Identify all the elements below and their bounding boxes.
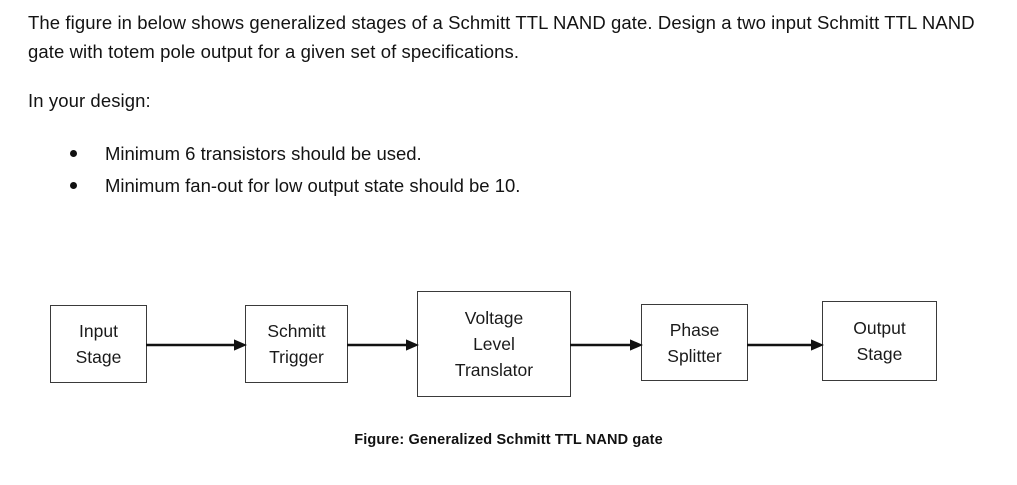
list-item: Minimum fan-out for low output state sho…	[68, 171, 948, 201]
problem-statement-text: The figure in below shows generalized st…	[28, 8, 980, 115]
diagram-block-schmitt-trigger: Schmitt Trigger	[245, 305, 348, 383]
figure-caption: Figure: Generalized Schmitt TTL NAND gat…	[354, 432, 663, 448]
list-item: Minimum 6 transistors should be used.	[68, 139, 948, 169]
block-label-line: Phase	[669, 319, 720, 340]
arrow-right-icon	[146, 339, 247, 351]
bullet-dot-icon	[70, 150, 77, 157]
block-label-line: Translator	[454, 360, 534, 380]
intro-paragraph: The figure in below shows generalized st…	[28, 12, 975, 62]
block-label-line: Voltage	[464, 308, 524, 328]
block-label-line: Stage	[75, 347, 122, 367]
diagram-block-input-stage: Input Stage	[50, 305, 147, 383]
list-item-label: Minimum 6 transistors should be used.	[105, 143, 422, 164]
bullet-dot-icon	[70, 182, 77, 189]
diagram-block-voltage-level-translator: Voltage Level Translator	[417, 291, 571, 397]
block-label-line: Schmitt	[267, 321, 326, 341]
arrow-right-icon	[347, 339, 419, 351]
diagram-block-phase-splitter: Phase Splitter	[641, 304, 748, 381]
arrow-right-icon	[747, 339, 824, 351]
requirements-list: Minimum 6 transistors should be used. Mi…	[68, 139, 948, 203]
diagram-block-output-stage: Output Stage	[822, 301, 937, 381]
block-label-line: Output	[853, 318, 906, 338]
arrow-right-icon	[570, 339, 643, 351]
block-label-line: Trigger	[269, 347, 324, 367]
design-heading: In your design:	[28, 90, 151, 111]
block-label-line: Stage	[856, 344, 903, 364]
block-label-line: Input	[79, 321, 118, 341]
list-item-label: Minimum fan-out for low output state sho…	[105, 175, 521, 196]
block-label-line: Splitter	[667, 345, 722, 366]
block-label-line: Level	[473, 334, 515, 354]
